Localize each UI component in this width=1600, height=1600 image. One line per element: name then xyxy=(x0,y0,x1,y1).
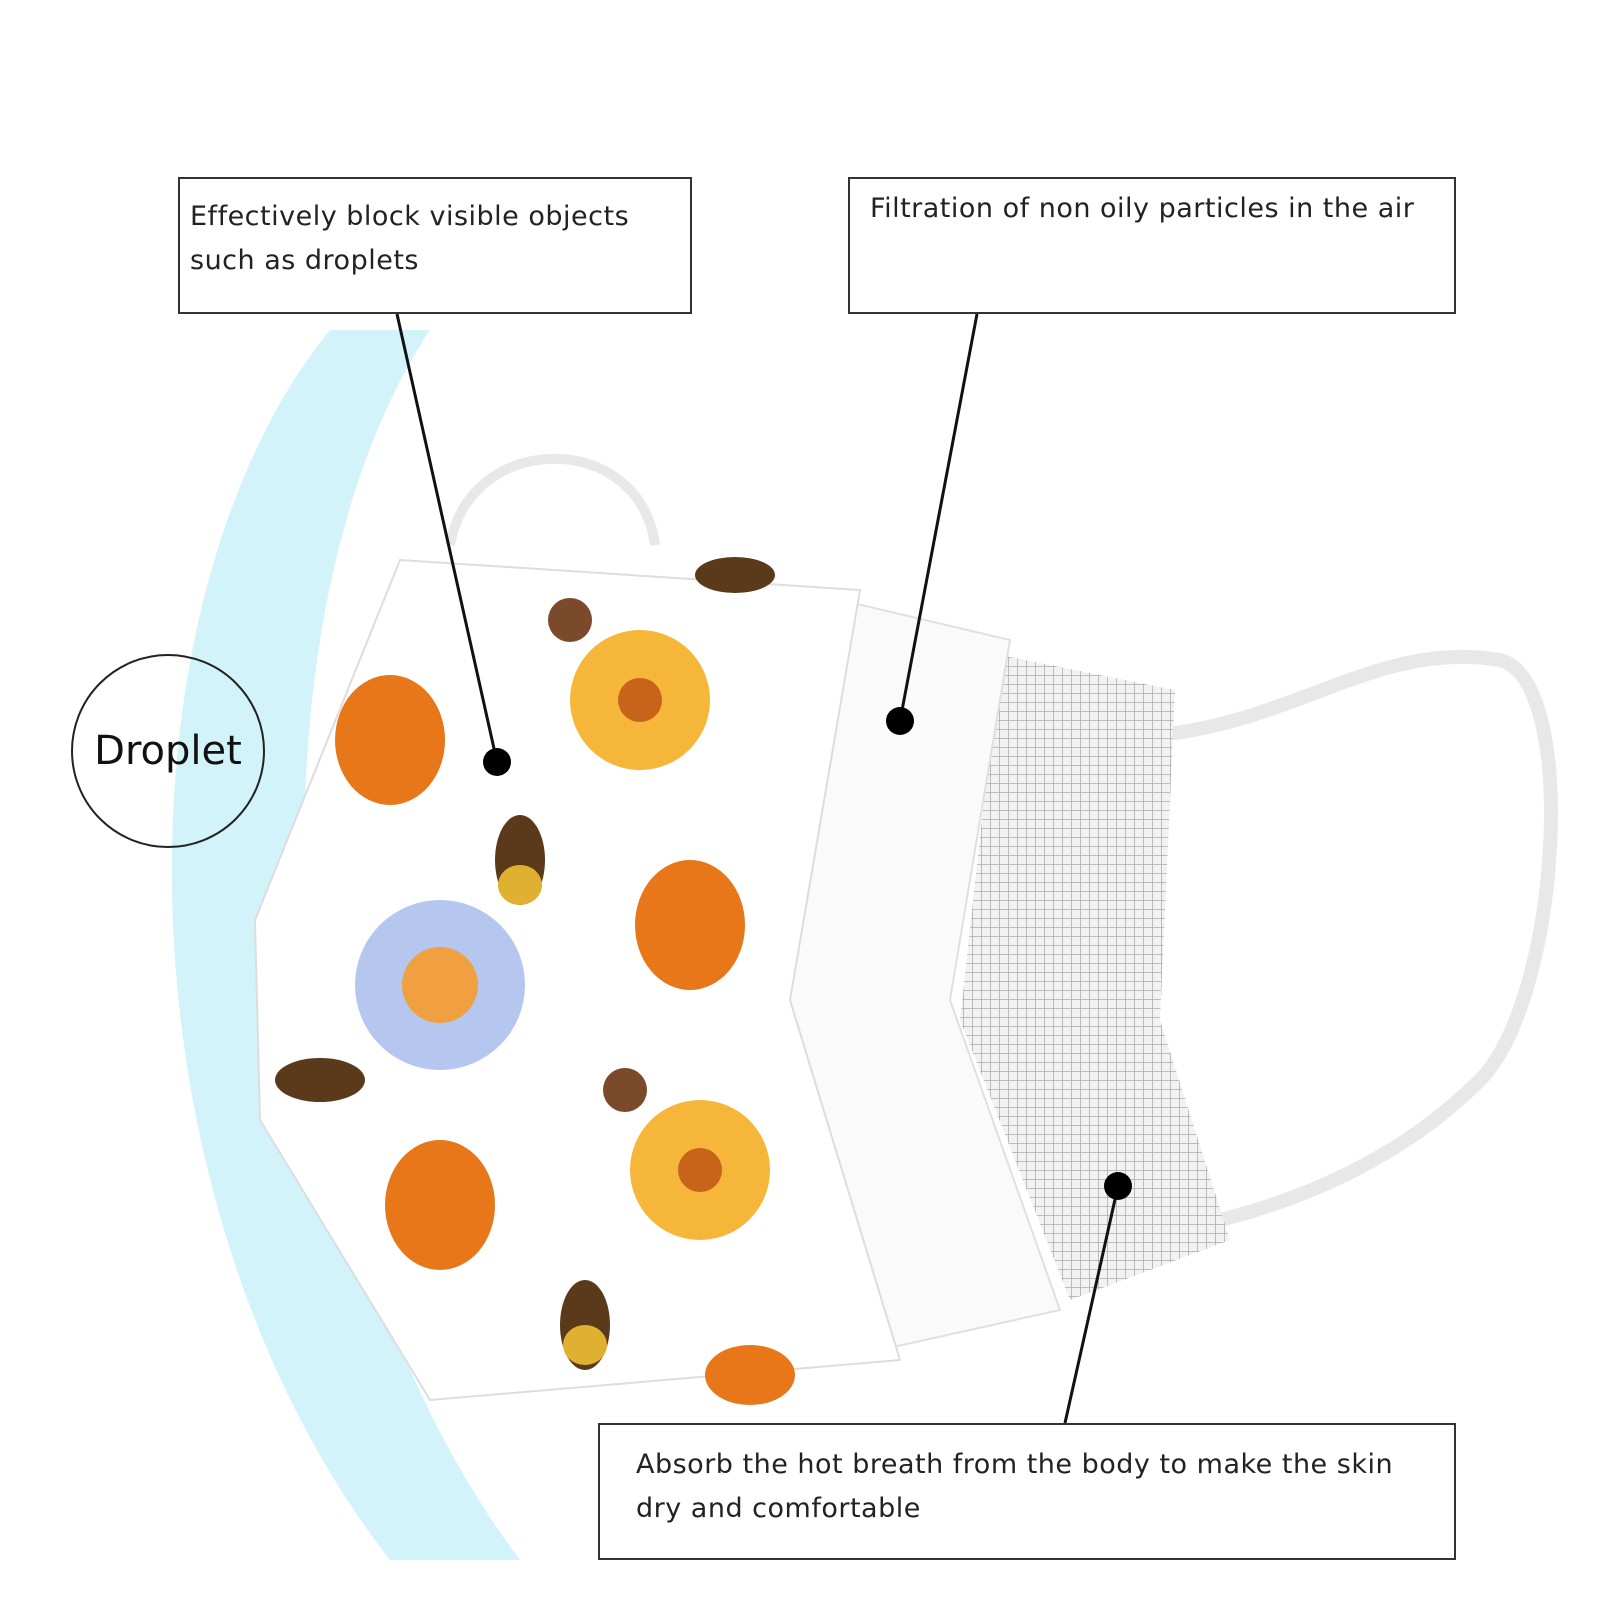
droplet-shield xyxy=(171,330,520,1560)
droplet-label: Droplet xyxy=(94,728,242,774)
inner-mesh-layer xyxy=(960,655,1230,1300)
callout-inner-text: Absorb the hot breath from the body to m… xyxy=(636,1449,1394,1524)
leader-line-inner xyxy=(1063,1185,1120,1424)
callout-outer-layer: Effectively block visible objects such a… xyxy=(178,177,692,314)
leader-line-outer xyxy=(395,313,499,763)
leader-line-middle xyxy=(898,313,979,722)
ear-loop-right xyxy=(1159,649,1558,1227)
callout-middle-layer: Filtration of non oily particles in the … xyxy=(848,177,1456,314)
ear-loop-left xyxy=(445,453,660,546)
callout-middle-text: Filtration of non oily particles in the … xyxy=(870,193,1415,224)
callout-inner-layer: Absorb the hot breath from the body to m… xyxy=(598,1423,1456,1560)
marker-dot-middle xyxy=(886,707,914,735)
floral-pattern xyxy=(275,557,795,1405)
marker-dot-outer xyxy=(483,748,511,776)
callout-outer-text: Effectively block visible objects such a… xyxy=(190,201,630,276)
marker-dot-inner xyxy=(1104,1172,1132,1200)
droplet-label-circle: Droplet xyxy=(71,654,265,848)
